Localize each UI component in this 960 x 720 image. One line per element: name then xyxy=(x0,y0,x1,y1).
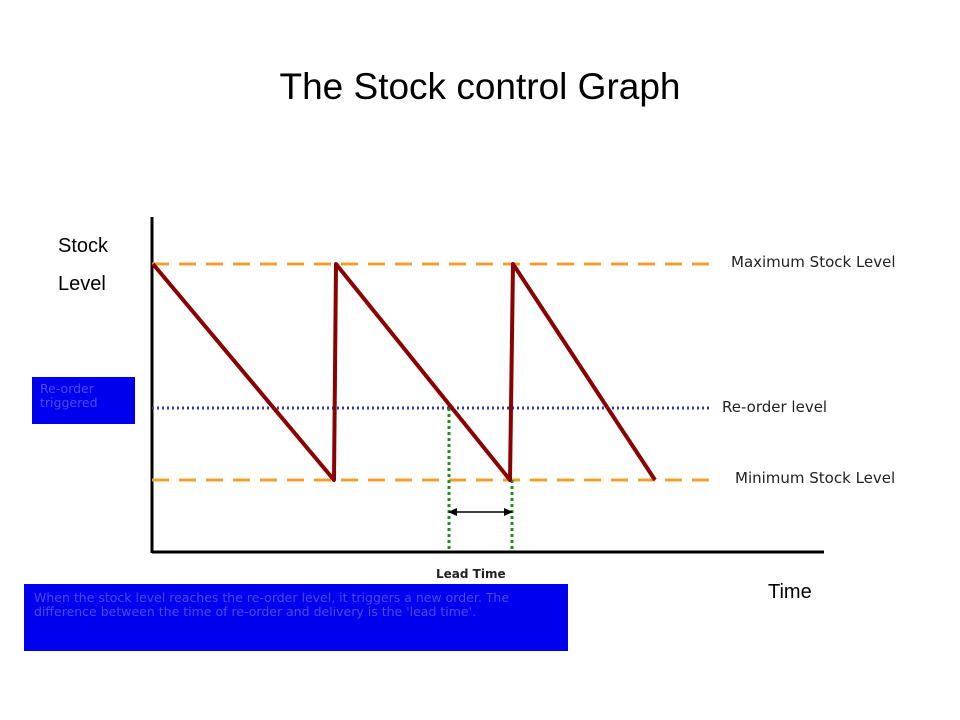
stock-level-line xyxy=(151,262,657,482)
page-title: The Stock control Graph xyxy=(279,66,681,107)
minimum-stock-level-label: Minimum Stock Level xyxy=(735,469,896,487)
y-axis-label-line1: Stock xyxy=(58,235,109,257)
lead-time-label: Lead Time xyxy=(436,567,506,581)
x-axis-label: Time xyxy=(768,581,812,603)
explanation-text: When the stock level reaches the re-orde… xyxy=(34,590,510,619)
reorder-triggered-text: Re-order triggered xyxy=(40,381,98,410)
y-axis-label-line2: Level xyxy=(58,273,106,295)
reorder-level-label: Re-order level xyxy=(722,398,828,416)
explanation-callout: When the stock level reaches the re-orde… xyxy=(24,584,568,651)
maximum-stock-level-label: Maximum Stock Level xyxy=(731,253,896,271)
reorder-triggered-callout: Re-order triggered xyxy=(32,377,135,424)
